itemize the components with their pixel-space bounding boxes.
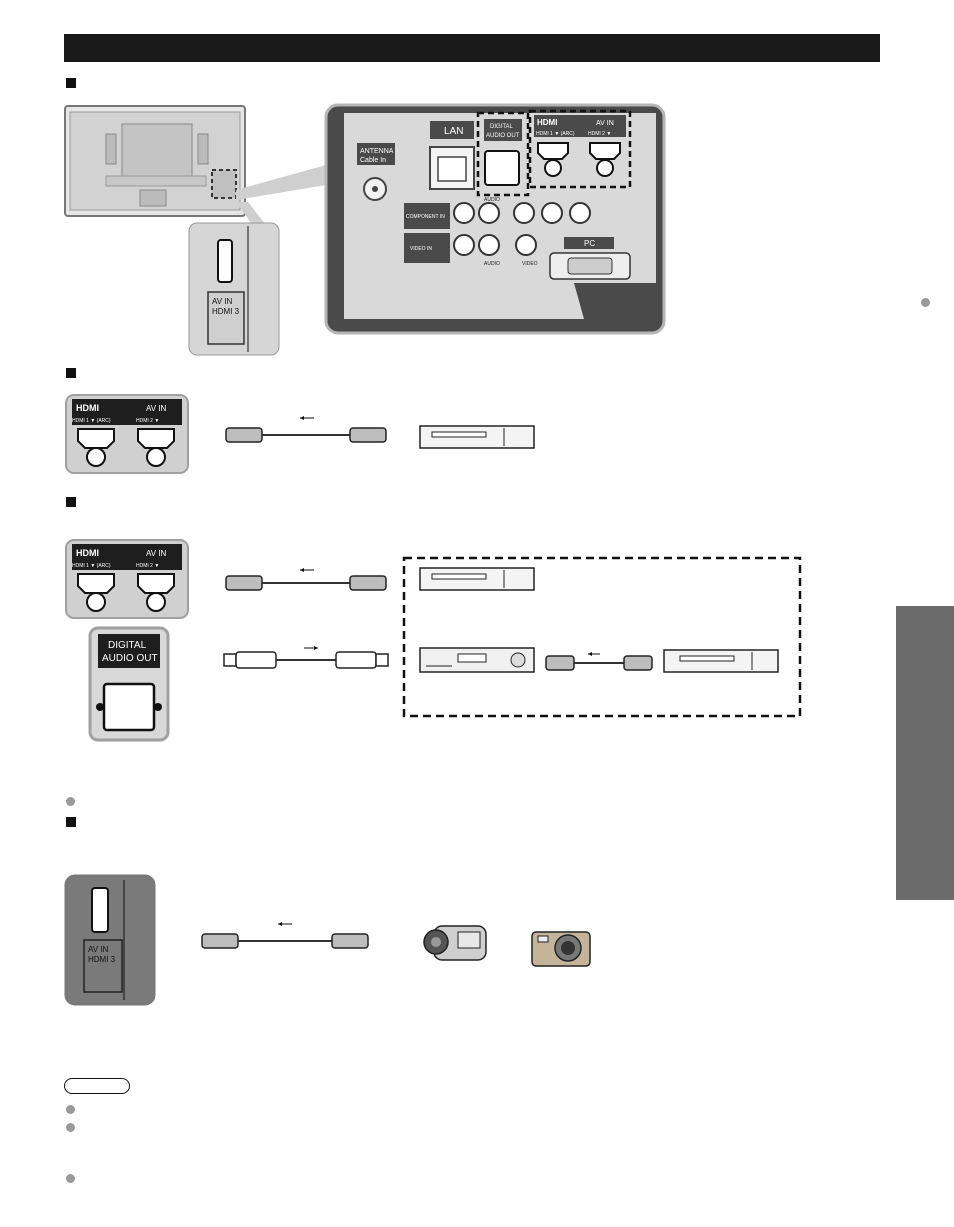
side-av-in-label: AV IN: [212, 297, 233, 306]
hdmi-cable-section3: [225, 568, 387, 591]
rear-connection-panel: ANTENNA Cable In LAN DIGITAL AUDIO OUT H…: [324, 103, 666, 335]
hdmi1-label: HDMI 1 ▼ (ARC): [536, 131, 575, 137]
bullet-dot: [66, 1123, 75, 1132]
side-panel-hdmi3: AV IN HDMI 3: [188, 222, 280, 356]
section-bullet-3: [66, 497, 76, 507]
bullet-dot: [66, 797, 75, 806]
av-in-label: AV IN: [146, 549, 167, 558]
side-hdmi3-label: HDMI 3: [212, 307, 240, 316]
digital-audio-out-panel: DIGITAL AUDIO OUT: [88, 626, 170, 742]
hdmi-cable-small: [545, 652, 653, 671]
audio-label-bottom: AUDIO: [484, 261, 500, 267]
video-label: VIDEO: [522, 261, 538, 267]
video-in-label: VIDEO IN: [410, 246, 432, 252]
hdmi-logo: HDMI: [76, 548, 99, 558]
tv-rear-illustration: [64, 105, 246, 217]
bullet-dot: [66, 1105, 75, 1114]
hdmi-cable-section2: [225, 416, 387, 443]
hdmi-cable-section4: [201, 922, 369, 949]
hdmi-panel-section3: HDMI AV IN HDMI 1 ▼ (ARC) HDMI 2 ▼: [65, 539, 189, 619]
bullet-dot: [921, 298, 930, 307]
section-header-bar: [64, 34, 880, 62]
camcorder-icon: [423, 925, 487, 961]
hdmi2-label: HDMI 2 ▼: [588, 131, 611, 137]
pc-label: PC: [584, 239, 595, 248]
amplifier-device-icon: [419, 647, 535, 673]
cable-in-label: Cable In: [360, 157, 386, 164]
av-in-label: AV IN: [146, 404, 167, 413]
devices-dashed-box: [402, 556, 802, 718]
section-bullet-1: [66, 78, 76, 88]
section-bullet-2: [66, 368, 76, 378]
side-av-in-label: AV IN: [88, 945, 109, 954]
optical-cable: [223, 646, 389, 669]
hdmi-panel-section2: HDMI AV IN HDMI 1 ▼ (ARC) HDMI 2 ▼: [65, 394, 189, 474]
hdmi-logo: HDMI: [537, 118, 557, 127]
digital-camera-icon: [531, 931, 591, 967]
antenna-label: ANTENNA: [360, 148, 394, 155]
note-label-pill: [64, 1078, 130, 1094]
side-hdmi3-label: HDMI 3: [88, 955, 116, 964]
hdmi1-label: HDMI 1 ▼ (ARC): [72, 563, 111, 569]
audio-label-top: AUDIO: [484, 197, 500, 203]
bullet-dot: [66, 1174, 75, 1183]
component-in-label: COMPONENT IN: [406, 214, 445, 220]
hdmi2-label: HDMI 2 ▼: [136, 418, 159, 424]
av-in-label: AV IN: [596, 120, 614, 127]
big-audio-out-label: AUDIO OUT: [102, 653, 158, 664]
side-panel-hdmi3-large: AV IN HDMI 3: [64, 874, 156, 1006]
hdmi1-label: HDMI 1 ▼ (ARC): [72, 418, 111, 424]
recorder-device-icon: [419, 567, 535, 591]
recorder-device-icon: [419, 425, 535, 449]
lan-label: LAN: [444, 126, 463, 137]
big-digital-label: DIGITAL: [108, 640, 147, 651]
chapter-side-tab: [896, 606, 954, 900]
digital-label: DIGITAL: [490, 124, 514, 130]
section-bullet-4: [66, 817, 76, 827]
audio-out-label: AUDIO OUT: [486, 133, 520, 139]
recorder-device-icon: [663, 649, 779, 673]
hdmi2-label: HDMI 2 ▼: [136, 563, 159, 569]
hdmi-logo: HDMI: [76, 403, 99, 413]
